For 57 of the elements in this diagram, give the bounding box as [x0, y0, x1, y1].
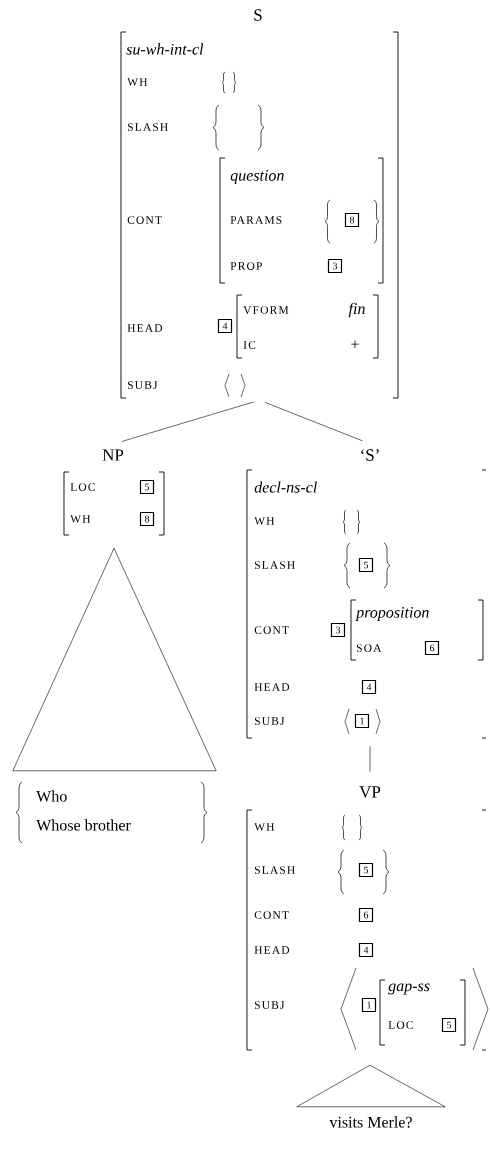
feature-name: SOA — [356, 644, 382, 652]
category-label: NP — [102, 449, 124, 461]
tag-box: 5 — [358, 862, 374, 878]
type-label: decl-ns-cl — [254, 481, 317, 493]
tag-box: 4 — [358, 942, 374, 958]
tag-box: 1 — [354, 713, 370, 729]
feature-name: WH — [254, 517, 275, 525]
tag-box: 5 — [139, 479, 155, 495]
feature-value: fin — [348, 302, 365, 318]
feature-name: LOC — [388, 1021, 413, 1029]
tree-branch — [121, 401, 255, 442]
tree-triangle — [296, 1064, 446, 1108]
feature-name: SUBJ — [254, 717, 285, 725]
feature-name: SLASH — [127, 123, 168, 131]
tag-box: 8 — [139, 511, 155, 527]
feature-name: SUBJ — [254, 1001, 285, 1009]
terminal-words: Who — [36, 790, 67, 802]
feature-name: CONT — [254, 626, 289, 634]
type-label: question — [230, 170, 284, 184]
feature-name: HEAD — [254, 683, 290, 691]
feature-name: LOC — [70, 483, 95, 491]
type-label: proposition — [355, 607, 429, 621]
tree-triangle — [12, 547, 217, 772]
tag-box: 3 — [330, 622, 346, 638]
feature-value: + — [351, 340, 359, 348]
feature-name: HEAD — [127, 324, 163, 332]
feature-name: WH — [254, 823, 275, 831]
feature-name: PROP — [230, 262, 262, 270]
feature-name: CONT — [127, 216, 162, 224]
tree-branch — [369, 745, 371, 773]
tag-box: 6 — [424, 640, 440, 656]
feature-name: VFORM — [243, 306, 289, 314]
feature-name: WH — [127, 78, 148, 86]
tag-box: 4 — [361, 679, 377, 695]
feature-name: SLASH — [254, 561, 295, 569]
terminal-words: Whose brother — [36, 819, 131, 831]
tag-box: 5 — [441, 1017, 457, 1033]
tree-branch — [264, 402, 363, 442]
category-label: ‘S’ — [361, 449, 379, 461]
tag-box: 4 — [217, 318, 233, 334]
feature-name: IC — [243, 341, 256, 349]
type-label: gap-ss — [388, 983, 430, 995]
tag-box: 6 — [358, 907, 374, 923]
terminal-words: visits Merle? — [329, 1116, 412, 1128]
category-label: S — [254, 9, 262, 21]
category-label: VP — [359, 786, 381, 798]
feature-name: CONT — [254, 911, 289, 919]
tag-box: 1 — [361, 997, 377, 1013]
tag-box: 8 — [344, 212, 360, 228]
feature-name: PARAMS — [230, 216, 282, 224]
feature-name: SLASH — [254, 866, 295, 874]
feature-name: WH — [70, 515, 91, 523]
feature-name: HEAD — [254, 946, 290, 954]
tag-box: 3 — [327, 258, 343, 274]
type-label: su-wh-int-cl — [126, 43, 204, 55]
feature-name: SUBJ — [127, 381, 158, 389]
tag-box: 5 — [358, 557, 374, 573]
